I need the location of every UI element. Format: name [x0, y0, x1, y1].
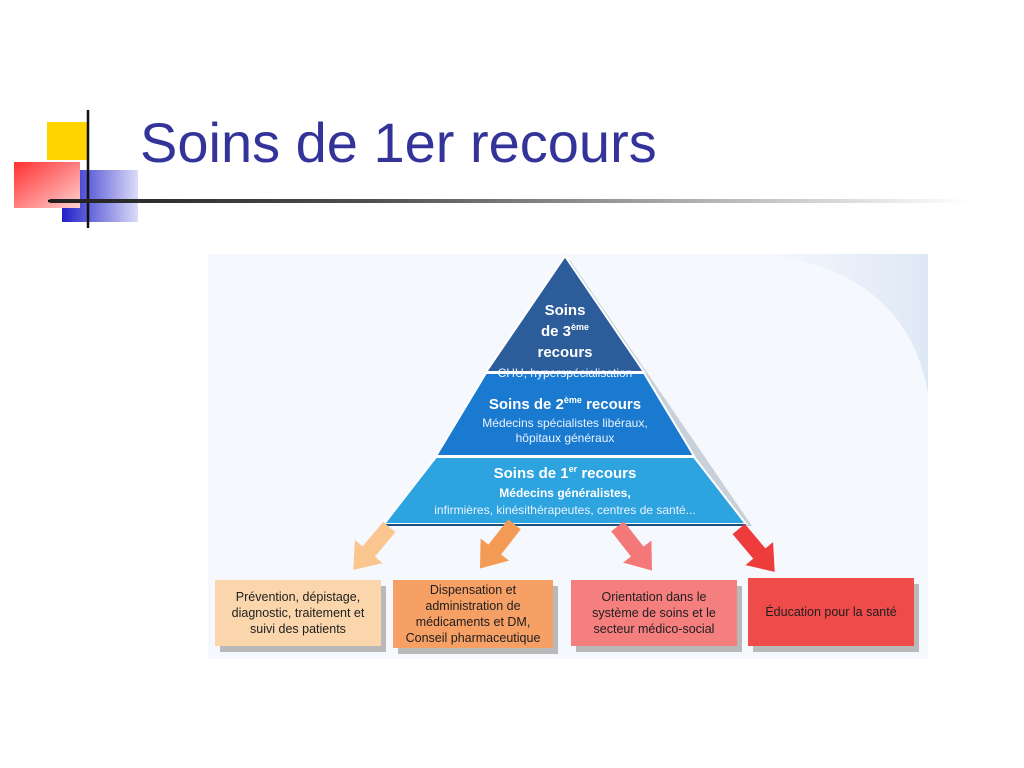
box-orientation-text: Orientation dans le système de soins et … — [592, 590, 716, 636]
tier3-heading: Soins de 3ème recours — [505, 300, 625, 363]
box-education-text: Éducation pour la santé — [765, 605, 897, 619]
arrow-down-left-2 — [479, 519, 521, 569]
logo-yellow-square — [47, 122, 87, 160]
box-dispensation-text: Dispensation et administration de médica… — [405, 583, 541, 645]
tier3-detail: CHU, hyperspécialisation — [497, 366, 633, 380]
tier2-heading: Soins de 2ème recours — [456, 394, 674, 415]
tier1-heading-sup: er — [568, 464, 578, 474]
tier1-heading: Soins de 1er recours — [440, 463, 690, 484]
tier1-heading-suffix: recours — [577, 465, 637, 482]
tier2-heading-prefix: Soins de 2 — [488, 396, 564, 413]
box-orientation: Orientation dans le système de soins et … — [571, 580, 737, 646]
arrow-down-right-2 — [732, 523, 775, 572]
slide-title: Soins de 1er recours — [140, 111, 657, 174]
box-dispensation: Dispensation et administration de médica… — [393, 580, 553, 648]
tier3-line2-sup: ème — [571, 322, 590, 332]
tier2-heading-sup: ème — [563, 395, 582, 405]
slide-logo — [14, 110, 138, 228]
tier2-detail-line1: Médecins spécialistes libéraux, — [482, 416, 648, 430]
arrow-down-left-1 — [353, 521, 396, 570]
arrow-down-right-1 — [611, 521, 653, 571]
care-levels-diagram: Soins de 3ème recours CHU, hyperspéciali… — [208, 254, 928, 659]
tier3-line2-prefix: de 3 — [540, 323, 571, 340]
tier1-heading-prefix: Soins de 1 — [493, 465, 569, 482]
tier3-line3: recours — [537, 344, 593, 361]
tier1-bold-detail: Médecins généralistes, — [499, 486, 631, 500]
tier3-line2: de 3ème — [505, 321, 625, 342]
tier1-detail: infirmières, kinésithérapeutes, centres … — [434, 503, 696, 517]
tier2-detail: Médecins spécialistes libéraux, hôpitaux… — [448, 416, 682, 446]
tier2-detail-line2: hôpitaux généraux — [515, 431, 615, 445]
box-prevention-text: Prévention, dépistage, diagnostic, trait… — [231, 590, 365, 636]
tier3-line1: Soins — [544, 302, 586, 319]
box-education: Éducation pour la santé — [748, 578, 914, 646]
tier2-heading-suffix: recours — [581, 396, 642, 413]
box-prevention: Prévention, dépistage, diagnostic, trait… — [215, 580, 381, 646]
background-curve — [768, 254, 928, 394]
title-underline — [50, 199, 970, 203]
